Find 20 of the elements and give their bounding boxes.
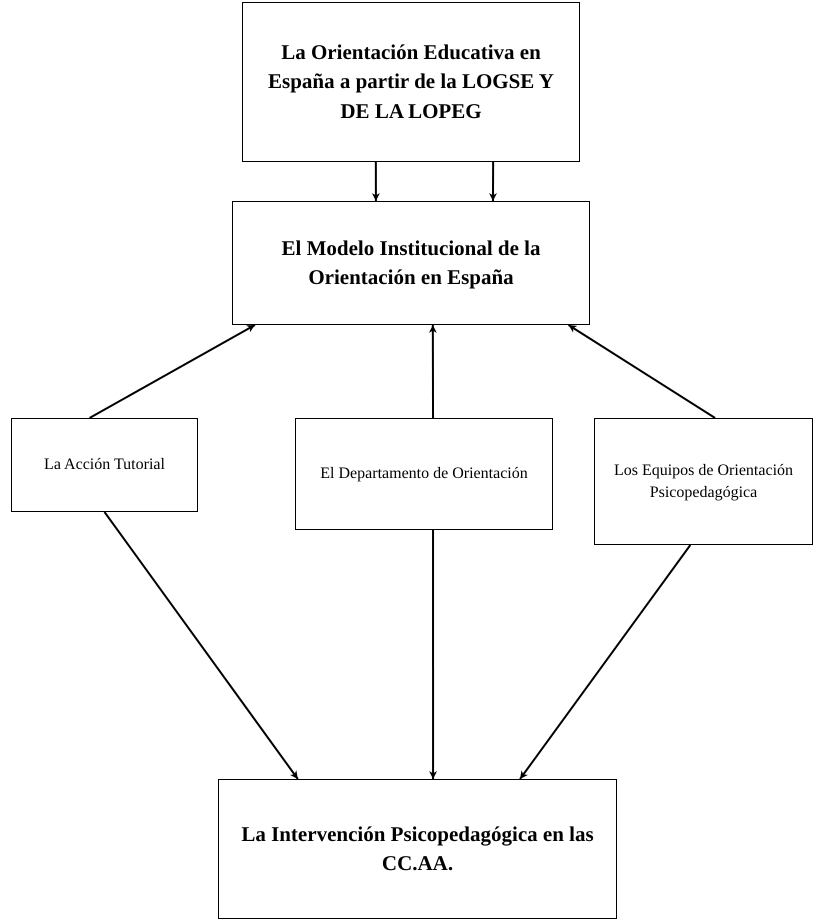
text-box	[11, 418, 198, 512]
box-label: El Modelo Institucional de la Orientación en España	[280, 234, 542, 291]
arrow	[372, 162, 380, 201]
text-box	[242, 2, 580, 162]
arrow	[89, 324, 256, 419]
text-box	[594, 418, 813, 545]
box-label: Los Equipos de Orientación Psicopedagógica	[612, 460, 794, 502]
arrow	[429, 530, 438, 779]
arrow	[104, 511, 299, 780]
arrow	[428, 325, 437, 418]
box-label: La Orientación Educativa en España a partir de la LOGSE Y DE LA LOPEG	[267, 38, 555, 125]
box-label: La Acción Tutorial	[44, 455, 165, 476]
arrow	[568, 324, 716, 419]
text-box	[218, 779, 617, 919]
text-box	[295, 418, 553, 530]
arrow	[519, 544, 692, 780]
box-label: La Intervención Psicopedagógica en las CC.AA.	[240, 820, 595, 877]
box-label: El Departamento de Orientación	[320, 464, 528, 484]
arrow	[489, 162, 498, 201]
text-box	[232, 201, 590, 325]
